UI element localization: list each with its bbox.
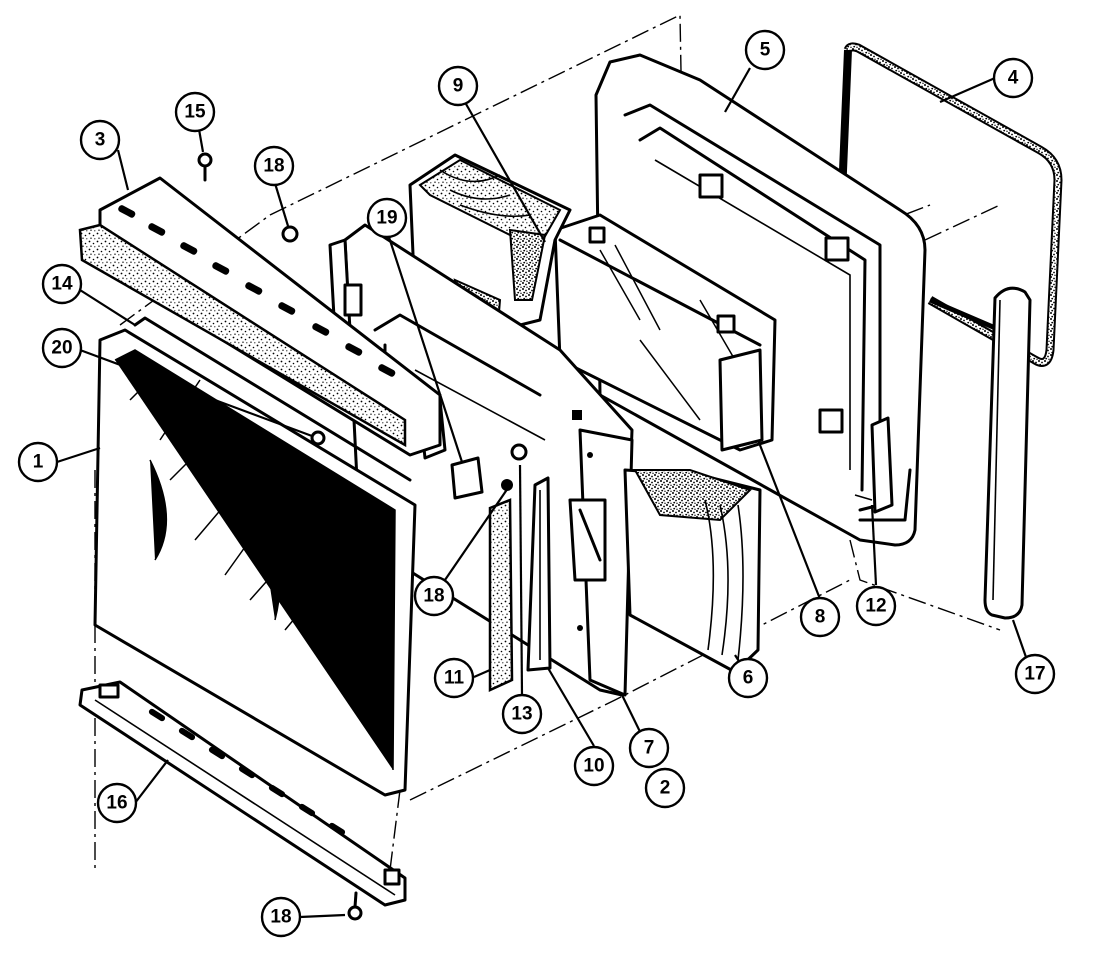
inner-glass-pack [553,213,777,452]
callout-7: 7 [628,727,670,769]
svg-text:16: 16 [106,793,127,814]
callout-18-middle: 18 [413,575,455,617]
screw-18-top [281,225,299,243]
side-bracket [854,416,894,514]
callout-6: 6 [727,657,769,699]
svg-text:1: 1 [33,452,44,473]
door-liner-frame [594,53,927,547]
side-rail [526,476,552,672]
svg-text:18: 18 [263,156,284,177]
door-bottom-trim [78,680,407,907]
spacer-strip [488,498,514,692]
svg-text:10: 10 [583,756,604,777]
callout-18-bottom: 18 [260,896,302,938]
svg-text:9: 9 [453,76,464,97]
callout-13: 13 [501,693,543,735]
callout-16: 16 [96,782,138,824]
svg-text:14: 14 [51,274,73,295]
callout-11: 11 [433,657,475,699]
callout-10: 10 [573,745,615,787]
callout-9: 9 [437,65,479,107]
screw-18-bottom [347,891,363,921]
screw-15 [197,152,213,182]
callout-5: 5 [744,29,786,71]
callout-18-top: 18 [253,145,295,187]
callout-20: 20 [41,327,83,369]
svg-text:18: 18 [423,586,444,607]
door-top-trim [78,176,442,457]
bumper [501,443,528,491]
trim-seal-strip [133,316,412,482]
callouts: 1 2 3 4 5 6 7 8 [17,29,1056,938]
trim-slots [118,205,396,377]
screws [197,152,363,921]
svg-text:2: 2 [660,778,671,799]
svg-text:15: 15 [184,102,206,123]
callout-3: 3 [79,119,121,161]
svg-text:6: 6 [743,668,754,689]
callout-15: 15 [174,91,216,133]
callout-17: 17 [1014,653,1056,695]
callout-12: 12 [855,585,897,627]
svg-text:20: 20 [51,338,72,359]
callout-19: 19 [366,197,408,239]
svg-text:12: 12 [865,596,886,617]
callout-8: 8 [799,596,841,638]
svg-text:18: 18 [270,907,291,928]
svg-text:17: 17 [1024,664,1045,685]
svg-text:11: 11 [444,668,465,689]
screw-20 [310,430,326,446]
callout-2: 2 [644,767,686,809]
svg-text:3: 3 [95,130,106,151]
svg-text:5: 5 [760,40,771,61]
callout-4: 4 [992,57,1034,99]
svg-text:19: 19 [376,208,397,229]
svg-text:8: 8 [815,607,826,628]
door-handle-trim [983,286,1032,620]
outer-door-glass [93,328,417,797]
svg-text:7: 7 [644,738,655,759]
callout-1: 1 [17,441,59,483]
svg-text:4: 4 [1008,68,1019,89]
lower-insulation [623,468,762,674]
leader-lines [56,67,1029,919]
svg-text:13: 13 [511,704,532,725]
bottom-trim-slots [148,708,346,836]
callout-14: 14 [41,263,83,305]
